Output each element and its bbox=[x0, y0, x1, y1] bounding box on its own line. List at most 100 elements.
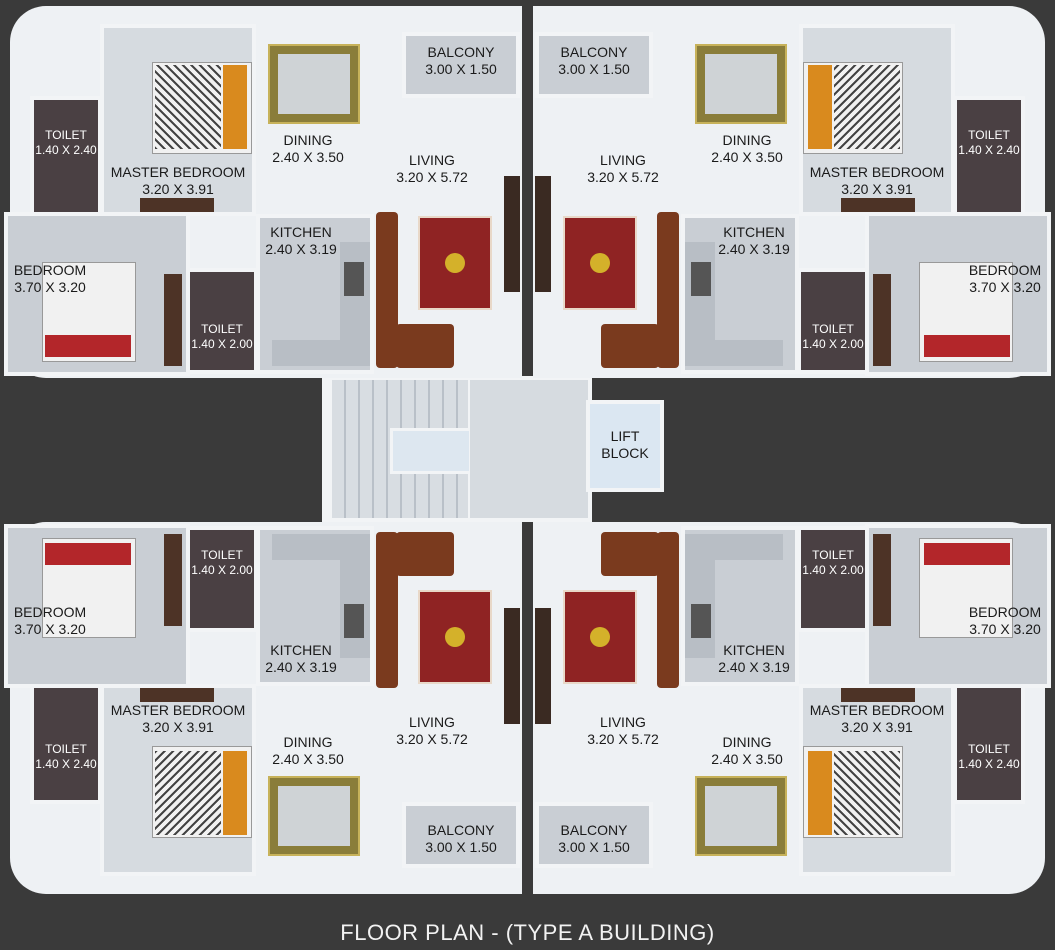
dining-table bbox=[695, 776, 787, 856]
master-bedroom-name: MASTER BEDROOM bbox=[809, 702, 945, 718]
living-rug bbox=[563, 216, 637, 310]
master-bedroom-name: MASTER BEDROOM bbox=[809, 164, 945, 180]
bedroom-name: BEDROOM bbox=[968, 262, 1042, 278]
living-rug bbox=[418, 590, 492, 684]
bedroom-name: BEDROOM bbox=[13, 262, 87, 278]
master-toilet-size: 1.40 X 2.40 bbox=[958, 757, 1020, 771]
master-bedroom-name: MASTER BEDROOM bbox=[110, 702, 246, 718]
kitchen-name: KITCHEN bbox=[270, 224, 332, 240]
toilet-name: TOILET bbox=[201, 322, 243, 336]
kitchen-name: KITCHEN bbox=[723, 642, 785, 658]
kitchen-size: 2.40 X 3.19 bbox=[718, 241, 790, 257]
master-bed bbox=[803, 746, 903, 838]
master-toilet-name: TOILET bbox=[968, 742, 1010, 756]
balcony-name: BALCONY bbox=[560, 44, 628, 60]
balcony-label: BALCONY 3.00 X 1.50 bbox=[535, 44, 653, 78]
tv-unit bbox=[504, 608, 520, 724]
toilet-name: TOILET bbox=[812, 322, 854, 336]
apartment-unit-bottom-right: MASTER BEDROOM 3.20 X 3.91 TOILET 1.40 X… bbox=[528, 500, 1055, 900]
toilet-size: 1.40 X 2.00 bbox=[802, 337, 864, 351]
dining-name: DINING bbox=[283, 734, 333, 750]
dining-name: DINING bbox=[283, 132, 333, 148]
toilet-label: TOILET 1.40 X 2.00 bbox=[186, 322, 258, 352]
toilet-label: TOILET 1.40 X 2.00 bbox=[186, 548, 258, 578]
living-sofa-2 bbox=[601, 324, 659, 368]
kitchen-label: KITCHEN 2.40 X 3.19 bbox=[256, 642, 346, 676]
master-toilet-label: TOILET 1.40 X 2.40 bbox=[30, 742, 102, 772]
tv-unit bbox=[504, 176, 520, 292]
living-label: LIVING 3.20 X 5.72 bbox=[372, 152, 492, 186]
balcony-label: BALCONY 3.00 X 1.50 bbox=[402, 44, 520, 78]
kitchen-counter-2 bbox=[713, 340, 783, 366]
apartment-unit-top-left: MASTER BEDROOM 3.20 X 3.91 TOILET 1.40 X… bbox=[0, 0, 527, 400]
balcony-size: 3.00 X 1.50 bbox=[558, 61, 630, 77]
balcony-label: BALCONY 3.00 X 1.50 bbox=[402, 822, 520, 856]
living-sofa bbox=[657, 212, 679, 368]
balcony-label: BALCONY 3.00 X 1.50 bbox=[535, 822, 653, 856]
dining-label: DINING 2.40 X 3.50 bbox=[248, 132, 368, 166]
master-bed bbox=[803, 62, 903, 154]
toilet-size: 1.40 X 2.00 bbox=[802, 563, 864, 577]
kitchen-name: KITCHEN bbox=[270, 642, 332, 658]
living-label: LIVING 3.20 X 5.72 bbox=[563, 152, 683, 186]
toilet-name: TOILET bbox=[812, 548, 854, 562]
lift-block bbox=[586, 400, 664, 492]
master-bed bbox=[152, 746, 252, 838]
stair-landing bbox=[390, 428, 472, 474]
master-bed bbox=[152, 62, 252, 154]
toilet-size: 1.40 X 2.00 bbox=[191, 337, 253, 351]
living-name: LIVING bbox=[600, 714, 646, 730]
kitchen-stove bbox=[344, 262, 364, 296]
toilet-size: 1.40 X 2.00 bbox=[191, 563, 253, 577]
living-name: LIVING bbox=[409, 714, 455, 730]
bedroom-wardrobe bbox=[873, 274, 891, 366]
dining-name: DINING bbox=[722, 734, 772, 750]
master-bedroom-label: MASTER BEDROOM 3.20 X 3.91 bbox=[799, 164, 955, 198]
dining-size: 2.40 X 3.50 bbox=[711, 751, 783, 767]
toilet-label: TOILET 1.40 X 2.00 bbox=[797, 322, 869, 352]
master-toilet-label: TOILET 1.40 X 2.40 bbox=[953, 128, 1025, 158]
master-bedroom-size: 3.20 X 3.91 bbox=[841, 719, 913, 735]
kitchen-size: 2.40 X 3.19 bbox=[265, 241, 337, 257]
balcony-name: BALCONY bbox=[427, 44, 495, 60]
living-rug bbox=[563, 590, 637, 684]
toilet-label: TOILET 1.40 X 2.00 bbox=[797, 548, 869, 578]
lobby bbox=[470, 380, 588, 518]
bedroom-wardrobe bbox=[164, 534, 182, 626]
bedroom-label: BEDROOM 3.70 X 3.20 bbox=[959, 604, 1051, 638]
dining-size: 2.40 X 3.50 bbox=[272, 149, 344, 165]
master-bedroom-size: 3.20 X 3.91 bbox=[841, 181, 913, 197]
balcony-size: 3.00 X 1.50 bbox=[425, 839, 497, 855]
kitchen-stove bbox=[691, 604, 711, 638]
dining-name: DINING bbox=[722, 132, 772, 148]
master-bedroom-name: MASTER BEDROOM bbox=[110, 164, 246, 180]
dining-label: DINING 2.40 X 3.50 bbox=[687, 734, 807, 768]
living-sofa bbox=[376, 532, 398, 688]
plan-title: FLOOR PLAN - (TYPE A BUILDING) bbox=[340, 920, 715, 945]
kitchen-name: KITCHEN bbox=[723, 224, 785, 240]
master-toilet-name: TOILET bbox=[968, 128, 1010, 142]
lift-label-line1: LIFT bbox=[610, 428, 640, 444]
living-sofa bbox=[657, 532, 679, 688]
living-label: LIVING 3.20 X 5.72 bbox=[563, 714, 683, 748]
bedroom-size: 3.70 X 3.20 bbox=[969, 279, 1041, 295]
balcony-name: BALCONY bbox=[427, 822, 495, 838]
living-size: 3.20 X 5.72 bbox=[396, 169, 468, 185]
kitchen-counter bbox=[685, 242, 715, 366]
kitchen-counter bbox=[340, 242, 370, 366]
living-size: 3.20 X 5.72 bbox=[587, 169, 659, 185]
dining-table bbox=[695, 44, 787, 124]
kitchen-stove bbox=[344, 604, 364, 638]
bedroom-label: BEDROOM 3.70 X 3.20 bbox=[959, 262, 1051, 296]
bedroom-label: BEDROOM 3.70 X 3.20 bbox=[4, 262, 96, 296]
tv-unit bbox=[535, 176, 551, 292]
dining-table bbox=[268, 776, 360, 856]
bedroom-wardrobe bbox=[164, 274, 182, 366]
master-toilet-label: TOILET 1.40 X 2.40 bbox=[953, 742, 1025, 772]
master-wardrobe bbox=[841, 688, 915, 702]
living-label: LIVING 3.20 X 5.72 bbox=[372, 714, 492, 748]
toilet-room bbox=[186, 268, 258, 374]
lift-label: LIFT BLOCK bbox=[586, 428, 664, 462]
bedroom-size: 3.70 X 3.20 bbox=[14, 279, 86, 295]
living-name: LIVING bbox=[600, 152, 646, 168]
